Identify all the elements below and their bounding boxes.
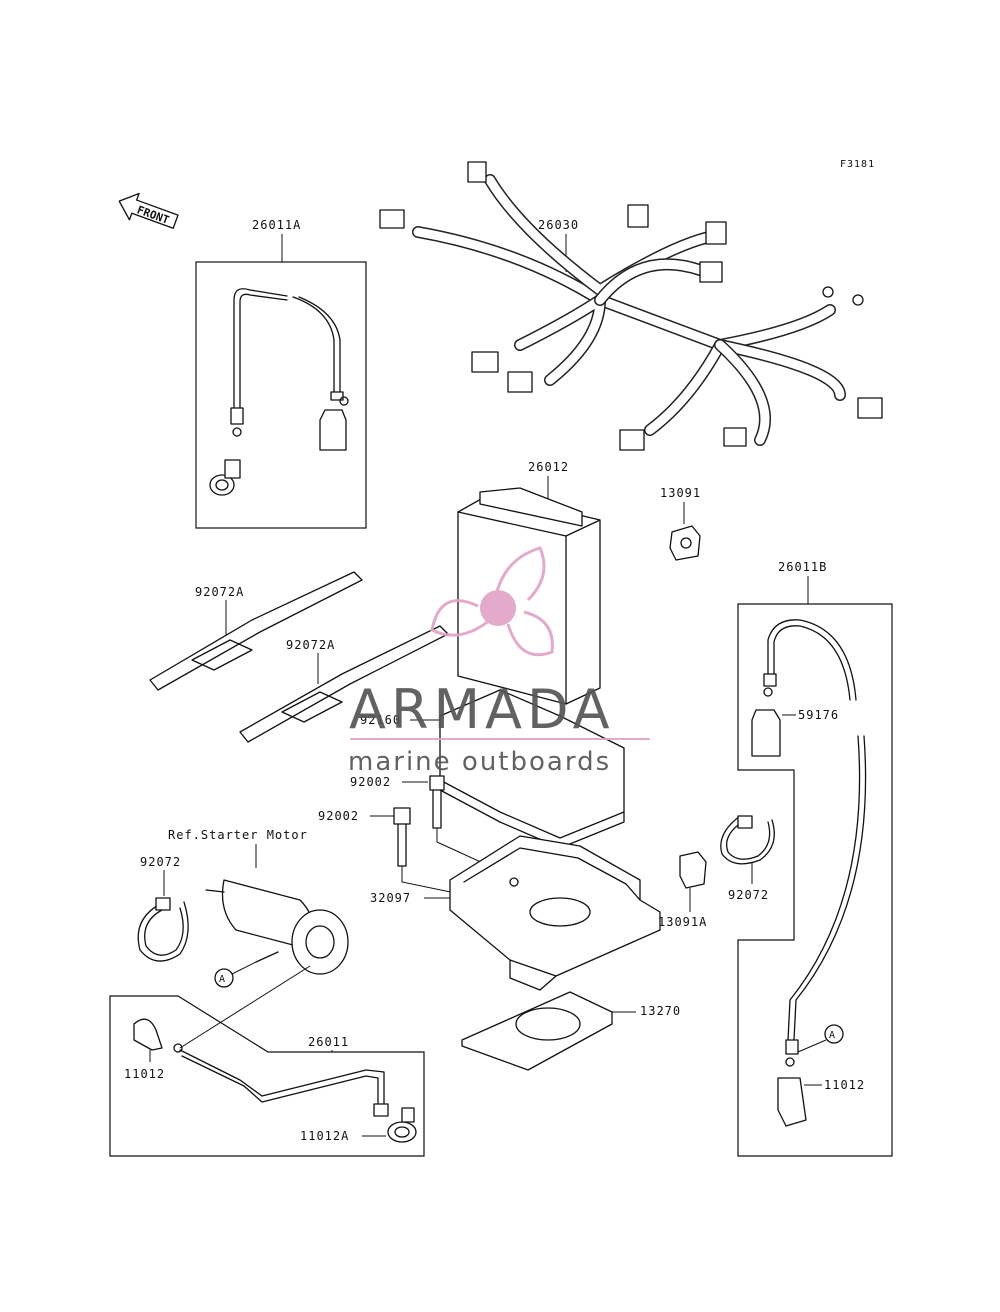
label-11012-left: 11012 bbox=[124, 1067, 165, 1081]
armada-watermark: ARMADA marine outboards bbox=[348, 546, 650, 777]
watermark-brand: ARMADA bbox=[349, 678, 615, 741]
propeller-logo-icon bbox=[430, 546, 554, 657]
label-92160: 92160 bbox=[360, 713, 401, 727]
label-11012-right: 11012 bbox=[824, 1078, 865, 1092]
cable-26011-box bbox=[109, 995, 425, 1157]
label-92072-left: 92072 bbox=[140, 855, 181, 869]
watermark-tagline: marine outboards bbox=[348, 747, 611, 777]
strap-92072a-left: 92072A bbox=[149, 571, 363, 691]
label-26012: 26012 bbox=[528, 460, 569, 474]
cable-26011a-group: 26011A bbox=[195, 218, 367, 529]
bolt-92002-lower: 92002 bbox=[318, 807, 471, 897]
label-26011a: 26011A bbox=[252, 218, 301, 232]
front-arrow-icon: FRONT bbox=[118, 192, 179, 229]
bolt-92002-upper: 92002 bbox=[350, 775, 521, 881]
sheet-code: F3181 bbox=[840, 159, 875, 170]
wiring-harness-26030: 26030 bbox=[379, 161, 883, 451]
cable-26011a-box bbox=[195, 261, 367, 529]
label-26011: 26011 bbox=[308, 1035, 349, 1049]
battery-26012: 26012 bbox=[457, 460, 601, 705]
label-13270: 13270 bbox=[640, 1004, 681, 1018]
cable-26011b-group: 26011B 59176 A 11012 bbox=[737, 560, 893, 1157]
part-13091: 13091 bbox=[660, 486, 701, 561]
label-92002-upper: 92002 bbox=[350, 775, 391, 789]
ref-starter-motor-note: Ref.Starter Motor bbox=[168, 828, 308, 842]
case-32097: 32097 bbox=[370, 835, 661, 991]
marker-a-right: A bbox=[829, 1030, 835, 1041]
label-13091a: 13091A bbox=[658, 915, 707, 929]
label-13091: 13091 bbox=[660, 486, 701, 500]
band-92072-left: 92072 bbox=[137, 855, 189, 962]
plate-13270: 13270 bbox=[461, 991, 681, 1071]
band-92072-right: 92072 bbox=[720, 815, 775, 902]
marker-a-left: A bbox=[219, 974, 225, 985]
label-92002-lower: 92002 bbox=[318, 809, 359, 823]
watermark-rule bbox=[350, 738, 650, 740]
label-59176: 59176 bbox=[798, 708, 839, 722]
label-26030: 26030 bbox=[538, 218, 579, 232]
starter-motor: Ref.Starter Motor A bbox=[168, 828, 349, 988]
part-13091a: 13091A bbox=[658, 851, 707, 929]
pad-92160: 92160 bbox=[360, 689, 625, 849]
label-92072a-right: 92072A bbox=[286, 638, 335, 652]
label-26011b: 26011B bbox=[778, 560, 827, 574]
label-92072-right: 92072 bbox=[728, 888, 769, 902]
cable-26011b-box bbox=[737, 603, 893, 1157]
label-11012a: 11012A bbox=[300, 1129, 349, 1143]
label-32097: 32097 bbox=[370, 891, 411, 905]
cable-26011-group: 26011 11012 11012A bbox=[109, 965, 425, 1157]
label-92072a-left: 92072A bbox=[195, 585, 244, 599]
